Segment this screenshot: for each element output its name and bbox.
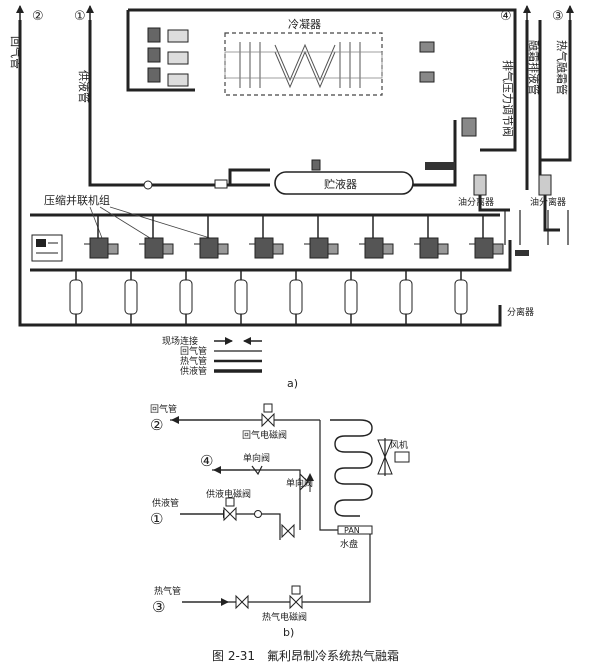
circled-2-bottom: ② xyxy=(150,416,163,434)
drip-pan-label: 水盘 xyxy=(340,538,358,550)
receiver: 贮液器 xyxy=(274,162,455,195)
circled-1-bottom: ① xyxy=(150,510,163,528)
supply-pipe-label-bottom: 供液管 xyxy=(152,497,179,509)
circled-4-top: ④ xyxy=(500,9,512,24)
circled-2-top: ② xyxy=(32,9,44,24)
hot-gas-solenoid xyxy=(235,585,303,610)
compressor-unit-label: 压缩并联机组 xyxy=(44,193,110,207)
oil-separators: 油分离器 油分离器 xyxy=(458,174,569,256)
suction-separator xyxy=(289,270,303,325)
fan: 风机 xyxy=(377,438,410,476)
circled-4-bottom: ④ xyxy=(200,452,213,470)
legend-supply: 供液管 xyxy=(180,365,207,377)
coil-pipes xyxy=(170,419,371,603)
compressor-bank xyxy=(69,215,504,325)
legend-field-connection: 现场连接 xyxy=(162,335,198,347)
oil-separator-label-2: 油分离器 xyxy=(530,196,566,208)
riser-arrows xyxy=(16,5,574,20)
oil-separator-label-1: 油分离器 xyxy=(458,196,494,208)
defrost-drain-label: 融霜排液管 xyxy=(527,40,541,95)
hot-gas-defrost-label: 热气融霜管 xyxy=(555,40,569,95)
supply-solenoid-label: 供液电磁阀 xyxy=(206,488,251,500)
subfigure-b-label: b) xyxy=(283,626,294,639)
return-gas-label-top: 回气管 xyxy=(9,36,23,69)
hot-gas-label-bottom: 热气管 xyxy=(154,585,181,597)
supply-solenoid xyxy=(223,497,295,539)
condenser: 冷凝器 xyxy=(224,17,383,96)
circled-1-top: ① xyxy=(74,9,86,24)
legend-return: 回气管 xyxy=(180,345,207,357)
return-gas-solenoid-label: 回气电磁阀 xyxy=(242,429,287,441)
legend: 现场连接 回气管 热气管 供液管 xyxy=(162,335,262,377)
circled-3-bottom: ③ xyxy=(152,598,165,616)
main-pipes xyxy=(18,8,572,327)
compressor xyxy=(139,215,174,259)
suction-separator xyxy=(454,270,468,325)
condenser-inlet-valves xyxy=(147,27,189,87)
compressor xyxy=(249,215,284,259)
separator-label: 分离器 xyxy=(507,306,534,318)
compressor xyxy=(414,215,449,259)
return-gas-label-bottom: 回气管 xyxy=(150,403,177,415)
suction-separator xyxy=(234,270,248,325)
drip-pan: PAN 水盘 xyxy=(337,525,373,550)
check-valve-2 xyxy=(299,473,314,492)
discharge-pressure-valve-label: 排气压力调节阀 xyxy=(501,60,515,137)
check-valve-1-label: 单向阀 xyxy=(243,452,270,464)
diagram-b: ② ④ ① ③ xyxy=(150,403,410,639)
suction-separator xyxy=(179,270,193,325)
compressor xyxy=(84,215,119,259)
suction-separator xyxy=(69,270,83,325)
suction-separator xyxy=(399,270,413,325)
suction-separator xyxy=(124,270,138,325)
check-valve-1 xyxy=(251,465,263,476)
circled-3-top: ③ xyxy=(552,9,564,24)
supply-pipe-label-top: 供液管 xyxy=(77,70,91,103)
figure-caption: 图 2-31 氟利昂制冷系统热气融霜 xyxy=(212,648,399,663)
diagram-a: ② ① ④ ③ 回气管 供液管 排气压力调节阀 融霜排液管 热气融霜管 冷凝器 xyxy=(9,5,574,390)
return-gas-solenoid xyxy=(261,403,275,428)
condenser-label: 冷凝器 xyxy=(288,17,321,31)
subfigure-a-label: a) xyxy=(287,377,298,390)
compressor xyxy=(304,215,339,259)
receiver-label: 贮液器 xyxy=(324,177,357,191)
evaporator-coil xyxy=(330,419,373,517)
compressor xyxy=(359,215,394,259)
hot-gas-solenoid-label: 热气电磁阀 xyxy=(262,611,307,623)
pan-text: PAN xyxy=(344,526,360,535)
supply-line-valves xyxy=(143,159,321,190)
control-panel xyxy=(31,234,63,262)
suction-separator xyxy=(344,270,358,325)
compressor xyxy=(194,215,229,259)
fan-label: 风机 xyxy=(390,439,408,451)
check-valve-2-label: 单向阀 xyxy=(286,477,313,489)
compressor xyxy=(469,215,504,259)
condenser-right-valves xyxy=(419,41,477,137)
legend-hot-gas: 热气管 xyxy=(180,355,207,367)
